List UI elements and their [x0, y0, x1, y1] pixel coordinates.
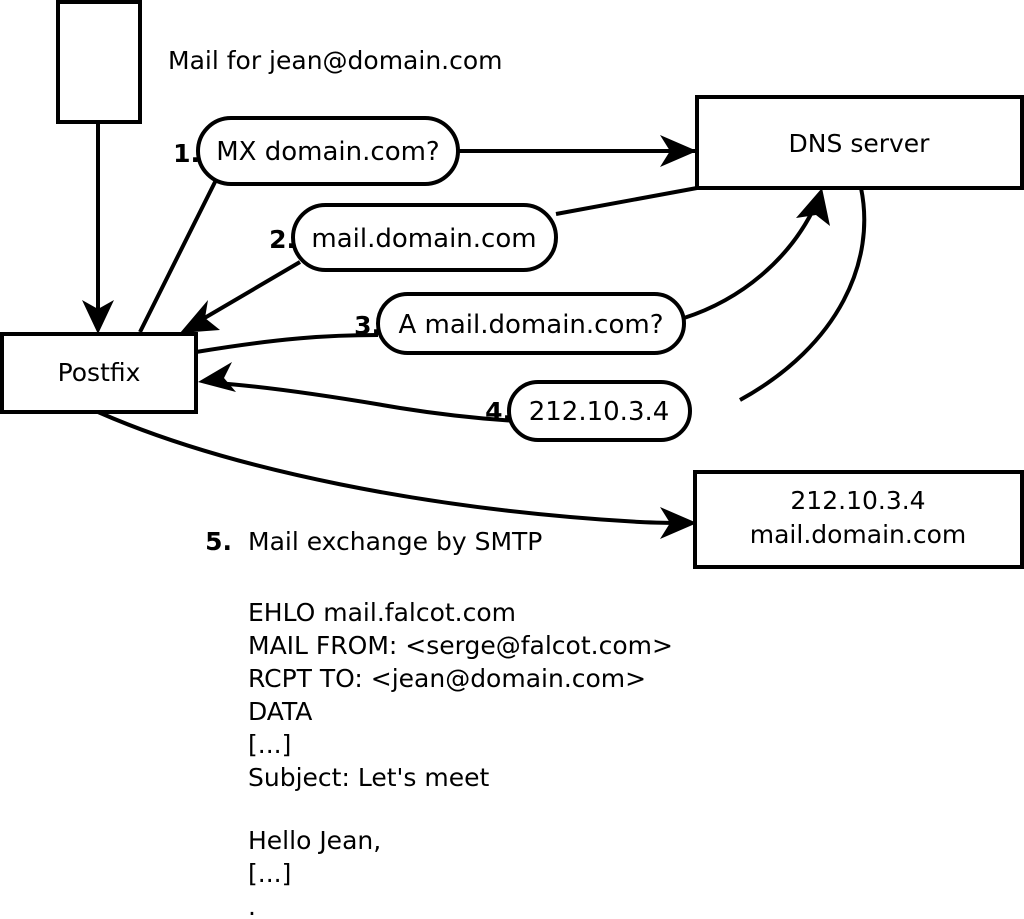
- step-1: 1. MX domain.com?: [173, 116, 460, 186]
- step-3-label: A mail.domain.com?: [399, 310, 664, 340]
- step-3: 3. A mail.domain.com?: [354, 292, 686, 355]
- edge-step5-smtp: [97, 410, 697, 539]
- step-2-bubble: [291, 203, 558, 272]
- smtp-line-8: [...]: [248, 859, 291, 888]
- step-1-bubble: [196, 116, 460, 186]
- smtp-line-4: [...]: [248, 730, 291, 759]
- smtp-line-1: MAIL FROM: <serge@falcot.com>: [248, 631, 673, 660]
- step-5: 5. Mail exchange by SMTP: [205, 527, 542, 556]
- edge-client-to-postfix: [82, 122, 114, 334]
- step-1-label: MX domain.com?: [216, 137, 439, 167]
- step-4-label: 212.10.3.4: [529, 397, 670, 427]
- step-5-number: 5.: [205, 527, 232, 556]
- node-dns-server: DNS server: [695, 95, 1024, 190]
- step-4-bubble: [507, 380, 692, 442]
- smtp-line-5: Subject: Let's meet: [248, 763, 489, 792]
- step-1-number: 1.: [173, 139, 200, 168]
- node-mail-server: 212.10.3.4 mail.domain.com: [693, 470, 1024, 569]
- node-postfix: Postfix: [0, 332, 198, 414]
- smtp-line-2: RCPT TO: <jean@domain.com>: [248, 664, 646, 693]
- node-mail-server-ip: 212.10.3.4: [790, 486, 925, 515]
- edge-step3-query: [195, 188, 830, 354]
- smtp-line-0: EHLO mail.falcot.com: [248, 598, 516, 627]
- node-postfix-label: Postfix: [58, 358, 141, 387]
- edge-step2-answer: [180, 186, 698, 333]
- smtp-line-9: .: [248, 892, 256, 919]
- node-client-box: [56, 0, 142, 124]
- smtp-line-3: DATA: [248, 697, 312, 726]
- smtp-line-7: Hello Jean,: [248, 826, 381, 855]
- smtp-transcript: EHLO mail.falcot.com MAIL FROM: <serge@f…: [248, 598, 673, 919]
- node-dns-server-label: DNS server: [789, 129, 931, 158]
- edge-step1-query: [138, 135, 697, 333]
- step-3-bubble: [376, 292, 686, 355]
- node-postfix-box: [0, 332, 198, 414]
- step-2-label: mail.domain.com: [311, 224, 536, 254]
- node-mail-server-hostname: mail.domain.com: [750, 520, 966, 549]
- step-2: 2. mail.domain.com: [269, 203, 558, 272]
- page-caption: Mail for jean@domain.com: [168, 46, 503, 75]
- node-dns-server-box: [695, 95, 1024, 190]
- node-mail-server-box: [693, 470, 1024, 569]
- step-4: 4. 212.10.3.4: [485, 380, 692, 442]
- step-5-label: Mail exchange by SMTP: [248, 527, 542, 556]
